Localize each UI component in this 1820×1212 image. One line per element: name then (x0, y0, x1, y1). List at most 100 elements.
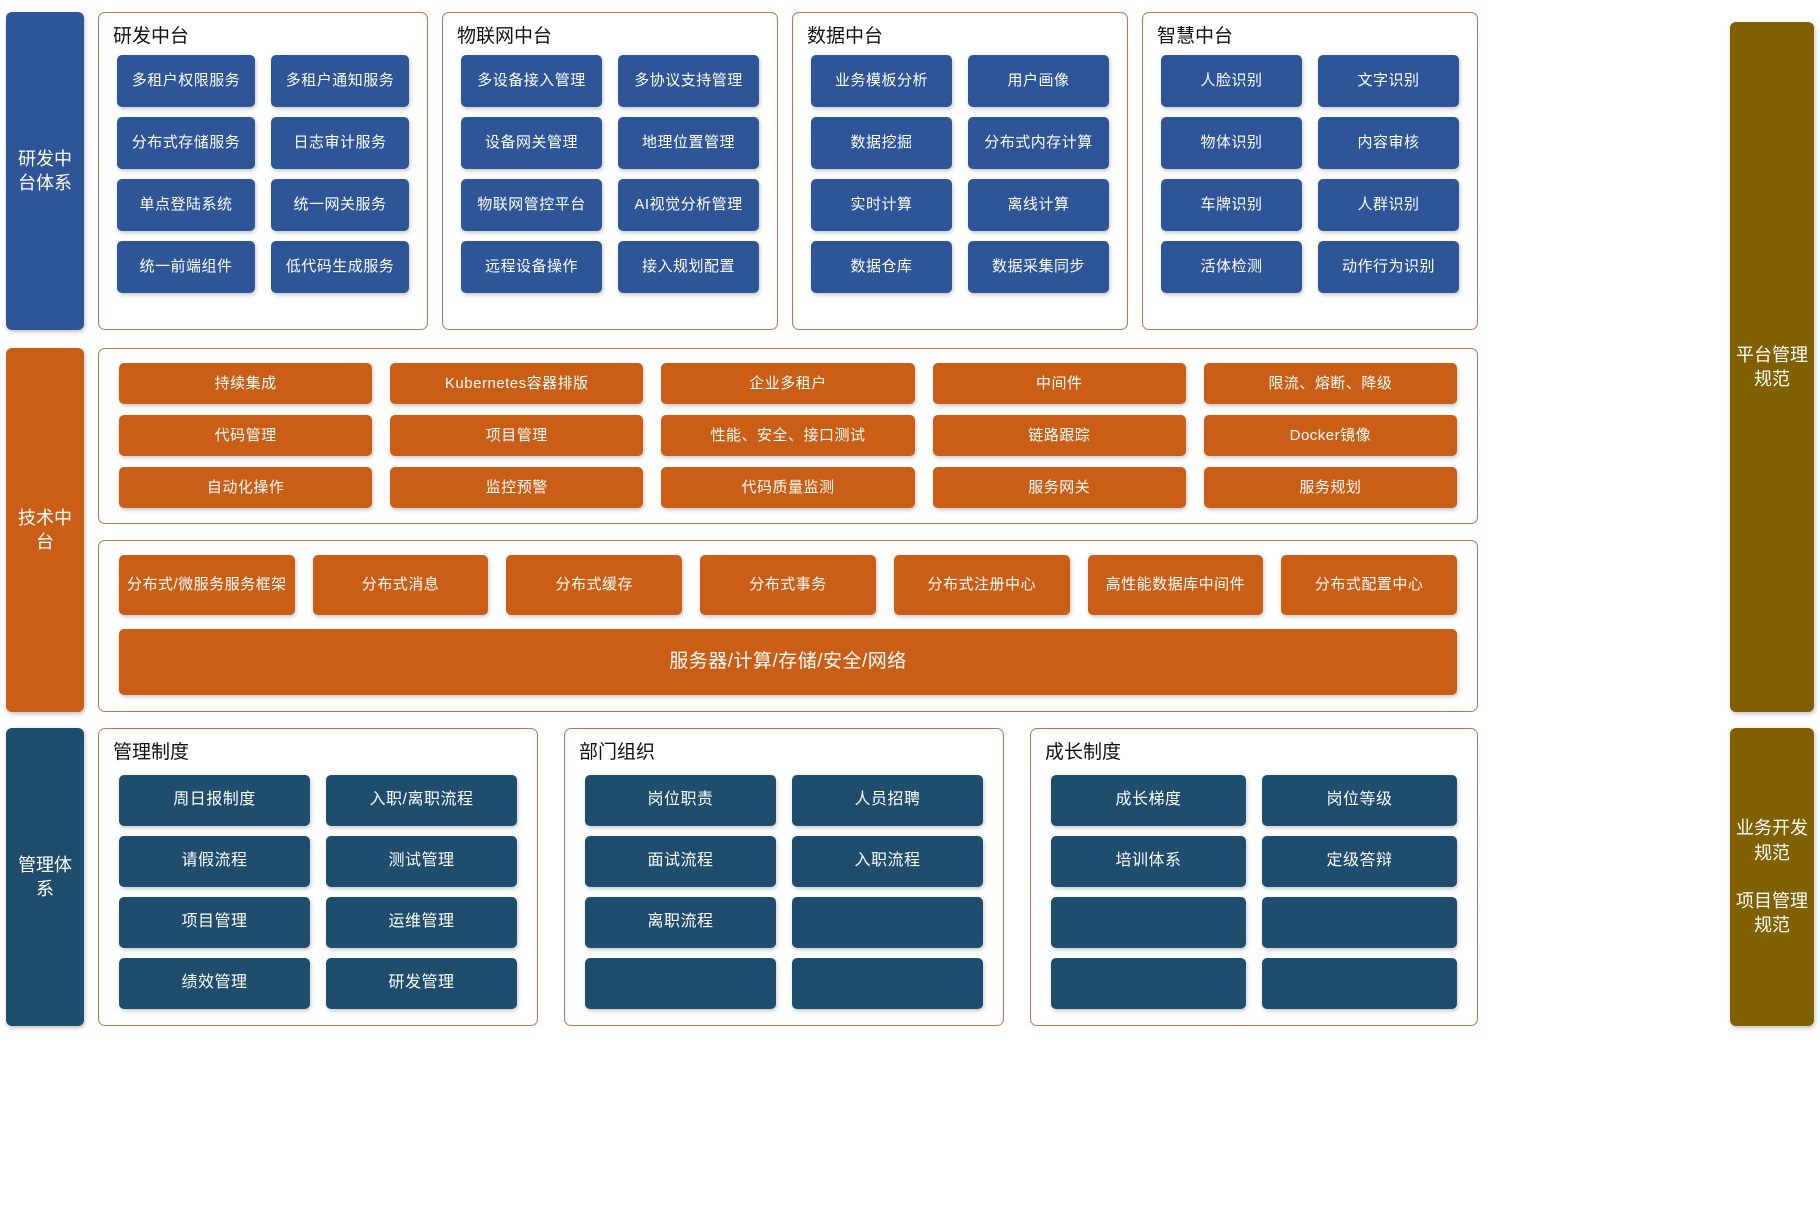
tile-iot-2[interactable]: 设备网关管理 (461, 117, 602, 169)
tile-mgmt-5[interactable]: 运维管理 (326, 897, 517, 948)
tile-data-5[interactable]: 离线计算 (968, 179, 1109, 231)
tile-rd-7[interactable]: 低代码生成服务 (271, 241, 409, 293)
tile-mw-4[interactable]: 分布式注册中心 (893, 555, 1070, 615)
rail-biz-spec: 业务开发规范 项目管理规范 (1730, 728, 1814, 1026)
tile-iot-1[interactable]: 多协议支持管理 (618, 55, 759, 107)
tile-dept-2[interactable]: 面试流程 (585, 836, 776, 887)
tile-dept-5[interactable] (792, 897, 983, 948)
tile-rd-6[interactable]: 统一前端组件 (117, 241, 255, 293)
tile-devops-11[interactable]: 监控预警 (390, 467, 644, 508)
tile-dept-0[interactable]: 岗位职责 (585, 775, 776, 826)
tile-devops-9[interactable]: Docker镜像 (1203, 415, 1457, 456)
tile-mw-6[interactable]: 分布式配置中心 (1281, 555, 1457, 615)
tile-growth-1[interactable]: 岗位等级 (1262, 775, 1457, 826)
tile-data-1[interactable]: 用户画像 (968, 55, 1109, 107)
tile-rd-3[interactable]: 日志审计服务 (271, 117, 409, 169)
tile-growth-2[interactable]: 培训体系 (1051, 836, 1246, 887)
tile-iot-7[interactable]: 接入规划配置 (618, 241, 759, 293)
panel-rd-platform: 研发中台 多租户权限服务 多租户通知服务 分布式存储服务 日志审计服务 单点登陆… (98, 12, 428, 330)
tile-devops-4[interactable]: 限流、熔断、降级 (1203, 363, 1457, 404)
tile-growth-6[interactable] (1051, 958, 1246, 1009)
tile-data-2[interactable]: 数据挖掘 (811, 117, 952, 169)
tile-rd-5[interactable]: 统一网关服务 (271, 179, 409, 231)
panel-department: 部门组织 岗位职责 人员招聘 面试流程 入职流程 离职流程 (564, 728, 1004, 1026)
panel-rd-platform-title: 研发中台 (113, 26, 190, 47)
tile-dept-1[interactable]: 人员招聘 (792, 775, 983, 826)
tile-growth-5[interactable] (1262, 897, 1457, 948)
tile-rd-0[interactable]: 多租户权限服务 (117, 55, 255, 107)
tile-iot-3[interactable]: 地理位置管理 (618, 117, 759, 169)
tile-ai-6[interactable]: 活体检测 (1161, 241, 1302, 293)
panel-data-platform-title: 数据中台 (807, 26, 884, 47)
tile-mw-3[interactable]: 分布式事务 (700, 555, 876, 615)
panel-iot-platform: 物联网中台 多设备接入管理 多协议支持管理 设备网关管理 地理位置管理 物联网管… (442, 12, 778, 330)
rail-platform-spec: 平台管理规范 (1730, 22, 1814, 712)
tile-data-0[interactable]: 业务模板分析 (811, 55, 952, 107)
tile-ai-2[interactable]: 物体识别 (1161, 117, 1302, 169)
tile-dept-7[interactable] (792, 958, 983, 1009)
panel-mgmt-rules-title: 管理制度 (113, 742, 190, 763)
tile-ai-0[interactable]: 人脸识别 (1161, 55, 1302, 107)
tile-dept-6[interactable] (585, 958, 776, 1009)
rail-mgmt-system-label: 管理体系 (18, 854, 72, 899)
tile-growth-4[interactable] (1051, 897, 1246, 948)
tile-devops-7[interactable]: 性能、安全、接口测试 (661, 415, 915, 456)
tile-devops-3[interactable]: 中间件 (932, 363, 1186, 404)
panel-department-title: 部门组织 (579, 742, 656, 763)
tile-devops-12[interactable]: 代码质量监测 (661, 467, 915, 508)
tile-mw-5[interactable]: 高性能数据库中间件 (1087, 555, 1264, 615)
rail-mgmt-system: 管理体系 (6, 728, 84, 1026)
tile-devops-10[interactable]: 自动化操作 (119, 467, 373, 508)
rail-biz-spec-label: 业务开发规范 项目管理规范 (1736, 818, 1808, 936)
tile-rd-1[interactable]: 多租户通知服务 (271, 55, 409, 107)
tile-iot-5[interactable]: AI视觉分析管理 (618, 179, 759, 231)
tile-rd-2[interactable]: 分布式存储服务 (117, 117, 255, 169)
panel-ai-platform-title: 智慧中台 (1157, 26, 1234, 47)
tile-ai-5[interactable]: 人群识别 (1318, 179, 1459, 231)
tile-mgmt-4[interactable]: 项目管理 (119, 897, 310, 948)
tile-devops-1[interactable]: Kubernetes容器排版 (390, 363, 644, 404)
panel-devops: 持续集成 Kubernetes容器排版 企业多租户 中间件 限流、熔断、降级 代… (98, 348, 1478, 524)
tile-mw-0[interactable]: 分布式/微服务服务框架 (119, 555, 295, 615)
tile-data-3[interactable]: 分布式内存计算 (968, 117, 1109, 169)
tile-devops-2[interactable]: 企业多租户 (661, 363, 915, 404)
tile-ai-7[interactable]: 动作行为识别 (1318, 241, 1459, 293)
panel-iot-platform-title: 物联网中台 (457, 26, 553, 47)
tile-mgmt-6[interactable]: 绩效管理 (119, 958, 310, 1009)
tile-iot-0[interactable]: 多设备接入管理 (461, 55, 602, 107)
tile-mgmt-2[interactable]: 请假流程 (119, 836, 310, 887)
tile-mgmt-1[interactable]: 入职/离职流程 (326, 775, 517, 826)
tile-ai-1[interactable]: 文字识别 (1318, 55, 1459, 107)
tile-ai-3[interactable]: 内容审核 (1318, 117, 1459, 169)
tile-data-6[interactable]: 数据仓库 (811, 241, 952, 293)
tile-mw-2[interactable]: 分布式缓存 (506, 555, 683, 615)
panel-ai-platform: 智慧中台 人脸识别 文字识别 物体识别 内容审核 车牌识别 人群识别 活体检测 … (1142, 12, 1478, 330)
tile-mgmt-7[interactable]: 研发管理 (326, 958, 517, 1009)
tile-mgmt-3[interactable]: 测试管理 (326, 836, 517, 887)
panel-data-platform: 数据中台 业务模板分析 用户画像 数据挖掘 分布式内存计算 实时计算 离线计算 … (792, 12, 1128, 330)
tile-dept-3[interactable]: 入职流程 (792, 836, 983, 887)
tile-mgmt-0[interactable]: 周日报制度 (119, 775, 310, 826)
tile-iot-6[interactable]: 远程设备操作 (461, 241, 602, 293)
tile-devops-14[interactable]: 服务规划 (1203, 467, 1457, 508)
tile-devops-8[interactable]: 链路跟踪 (932, 415, 1186, 456)
tile-growth-7[interactable] (1262, 958, 1457, 1009)
tile-devops-13[interactable]: 服务网关 (932, 467, 1186, 508)
tile-growth-0[interactable]: 成长梯度 (1051, 775, 1246, 826)
panel-mgmt-rules: 管理制度 周日报制度 入职/离职流程 请假流程 测试管理 项目管理 运维管理 绩… (98, 728, 538, 1026)
tile-rd-4[interactable]: 单点登陆系统 (117, 179, 255, 231)
tile-data-7[interactable]: 数据采集同步 (968, 241, 1109, 293)
tile-devops-0[interactable]: 持续集成 (119, 363, 373, 404)
tile-iot-4[interactable]: 物联网管控平台 (461, 179, 602, 231)
tile-dept-4[interactable]: 离职流程 (585, 897, 776, 948)
tile-infrastructure[interactable]: 服务器/计算/存储/安全/网络 (119, 629, 1457, 695)
rail-rd-system: 研发中台体系 (6, 12, 84, 330)
tile-growth-3[interactable]: 定级答辩 (1262, 836, 1457, 887)
tile-mw-1[interactable]: 分布式消息 (312, 555, 489, 615)
rail-rd-system-label: 研发中台体系 (18, 148, 72, 193)
tile-devops-6[interactable]: 项目管理 (390, 415, 644, 456)
tile-ai-4[interactable]: 车牌识别 (1161, 179, 1302, 231)
tile-devops-5[interactable]: 代码管理 (119, 415, 373, 456)
tile-data-4[interactable]: 实时计算 (811, 179, 952, 231)
